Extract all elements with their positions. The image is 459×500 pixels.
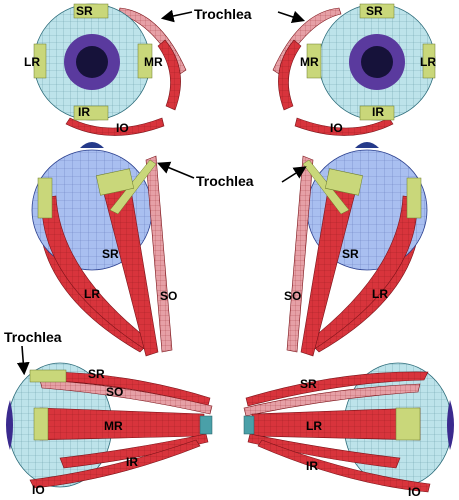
inferior-oblique-muscle	[294, 117, 394, 136]
inferior-rectus-tendon	[359, 105, 395, 121]
inferior-rectus-tendon	[73, 105, 109, 121]
front-view-left-eye: SR LR MR IR IO	[24, 3, 187, 136]
label-mr: MR	[104, 419, 123, 433]
pupil	[76, 46, 108, 78]
label-lr: LR	[84, 287, 100, 301]
annulus-tendon	[243, 415, 255, 435]
lateral-rectus-tendon	[33, 43, 47, 79]
label-mr: MR	[144, 55, 163, 69]
inferior-oblique-muscle	[29, 439, 201, 489]
inferior-oblique-muscle	[257, 439, 431, 493]
label-lr: LR	[306, 419, 322, 433]
label-lr: LR	[420, 55, 436, 69]
superior-oblique-muscle	[39, 379, 213, 415]
label-sr: SR	[366, 4, 383, 18]
lateral-rectus-muscle	[278, 39, 302, 111]
lateral-rectus-tendon	[406, 177, 422, 219]
label-so: SO	[106, 385, 123, 399]
side-view-right-eye: SR LR IR IO	[243, 362, 454, 499]
trochlea-arrow-top-right	[277, 10, 306, 24]
inferior-rectus-muscle	[59, 433, 209, 469]
superior-rectus-tendon	[324, 168, 364, 196]
label-ir: IR	[78, 105, 90, 119]
label-sr: SR	[300, 377, 317, 391]
superior-view-left-eye: SR LR SO	[31, 142, 177, 357]
inferior-oblique-muscle	[65, 117, 165, 136]
label-io: IO	[330, 121, 343, 135]
label-ir: IR	[372, 105, 384, 119]
superior-rectus-tendon	[29, 369, 67, 383]
lateral-rectus-tendon	[37, 177, 53, 219]
lateral-rectus-tendon	[395, 407, 421, 441]
trochlea-label-top: Trochlea	[194, 6, 252, 22]
lateral-rectus-tendon	[422, 43, 436, 79]
inferior-rectus-muscle	[247, 433, 401, 469]
front-view-right-eye: SR MR LR IR IO	[272, 3, 436, 136]
label-sr: SR	[76, 4, 93, 18]
medial-rectus-tendon	[33, 407, 49, 441]
cornea	[355, 142, 379, 148]
superior-rectus-muscle	[245, 371, 429, 407]
medial-rectus-tendon	[306, 43, 322, 79]
label-lr: LR	[372, 287, 388, 301]
cornea	[6, 400, 13, 450]
lateral-rectus-muscle	[251, 407, 421, 441]
label-io: IO	[408, 485, 421, 499]
trochlea-arrow-top-left	[160, 9, 193, 23]
lateral-rectus-muscle	[157, 39, 181, 111]
annulus-tendon	[199, 415, 213, 435]
superior-view-right-eye: SR LR SO	[284, 142, 428, 357]
superior-rectus-tendon	[95, 168, 135, 196]
cornea	[80, 142, 104, 148]
label-sr: SR	[102, 247, 119, 261]
label-so: SO	[160, 289, 177, 303]
label-so: SO	[284, 289, 301, 303]
label-ir: IR	[306, 459, 318, 473]
superior-rectus-tendon	[359, 3, 395, 19]
side-view-left-eye: SR SO MR IR IO	[6, 362, 213, 497]
medial-rectus-tendon	[137, 43, 153, 79]
label-ir: IR	[126, 455, 138, 469]
trochlea-arrow-middle-left	[157, 161, 195, 179]
label-io: IO	[32, 483, 45, 497]
label-io: IO	[116, 121, 129, 135]
cornea	[447, 400, 454, 450]
label-lr: LR	[24, 55, 40, 69]
label-mr: MR	[300, 55, 319, 69]
superior-oblique-muscle	[286, 155, 314, 353]
trochlea-label-middle: Trochlea	[196, 173, 254, 189]
trochlea-arrow-bottom	[16, 345, 30, 376]
label-sr: SR	[88, 367, 105, 381]
trochlea-label-bottom: Trochlea	[4, 329, 62, 345]
trochlea-arrow-middle-right	[281, 166, 307, 183]
pupil	[361, 46, 393, 78]
superior-oblique-muscle	[145, 155, 173, 353]
superior-rectus-tendon	[73, 3, 109, 19]
label-sr: SR	[342, 247, 359, 261]
